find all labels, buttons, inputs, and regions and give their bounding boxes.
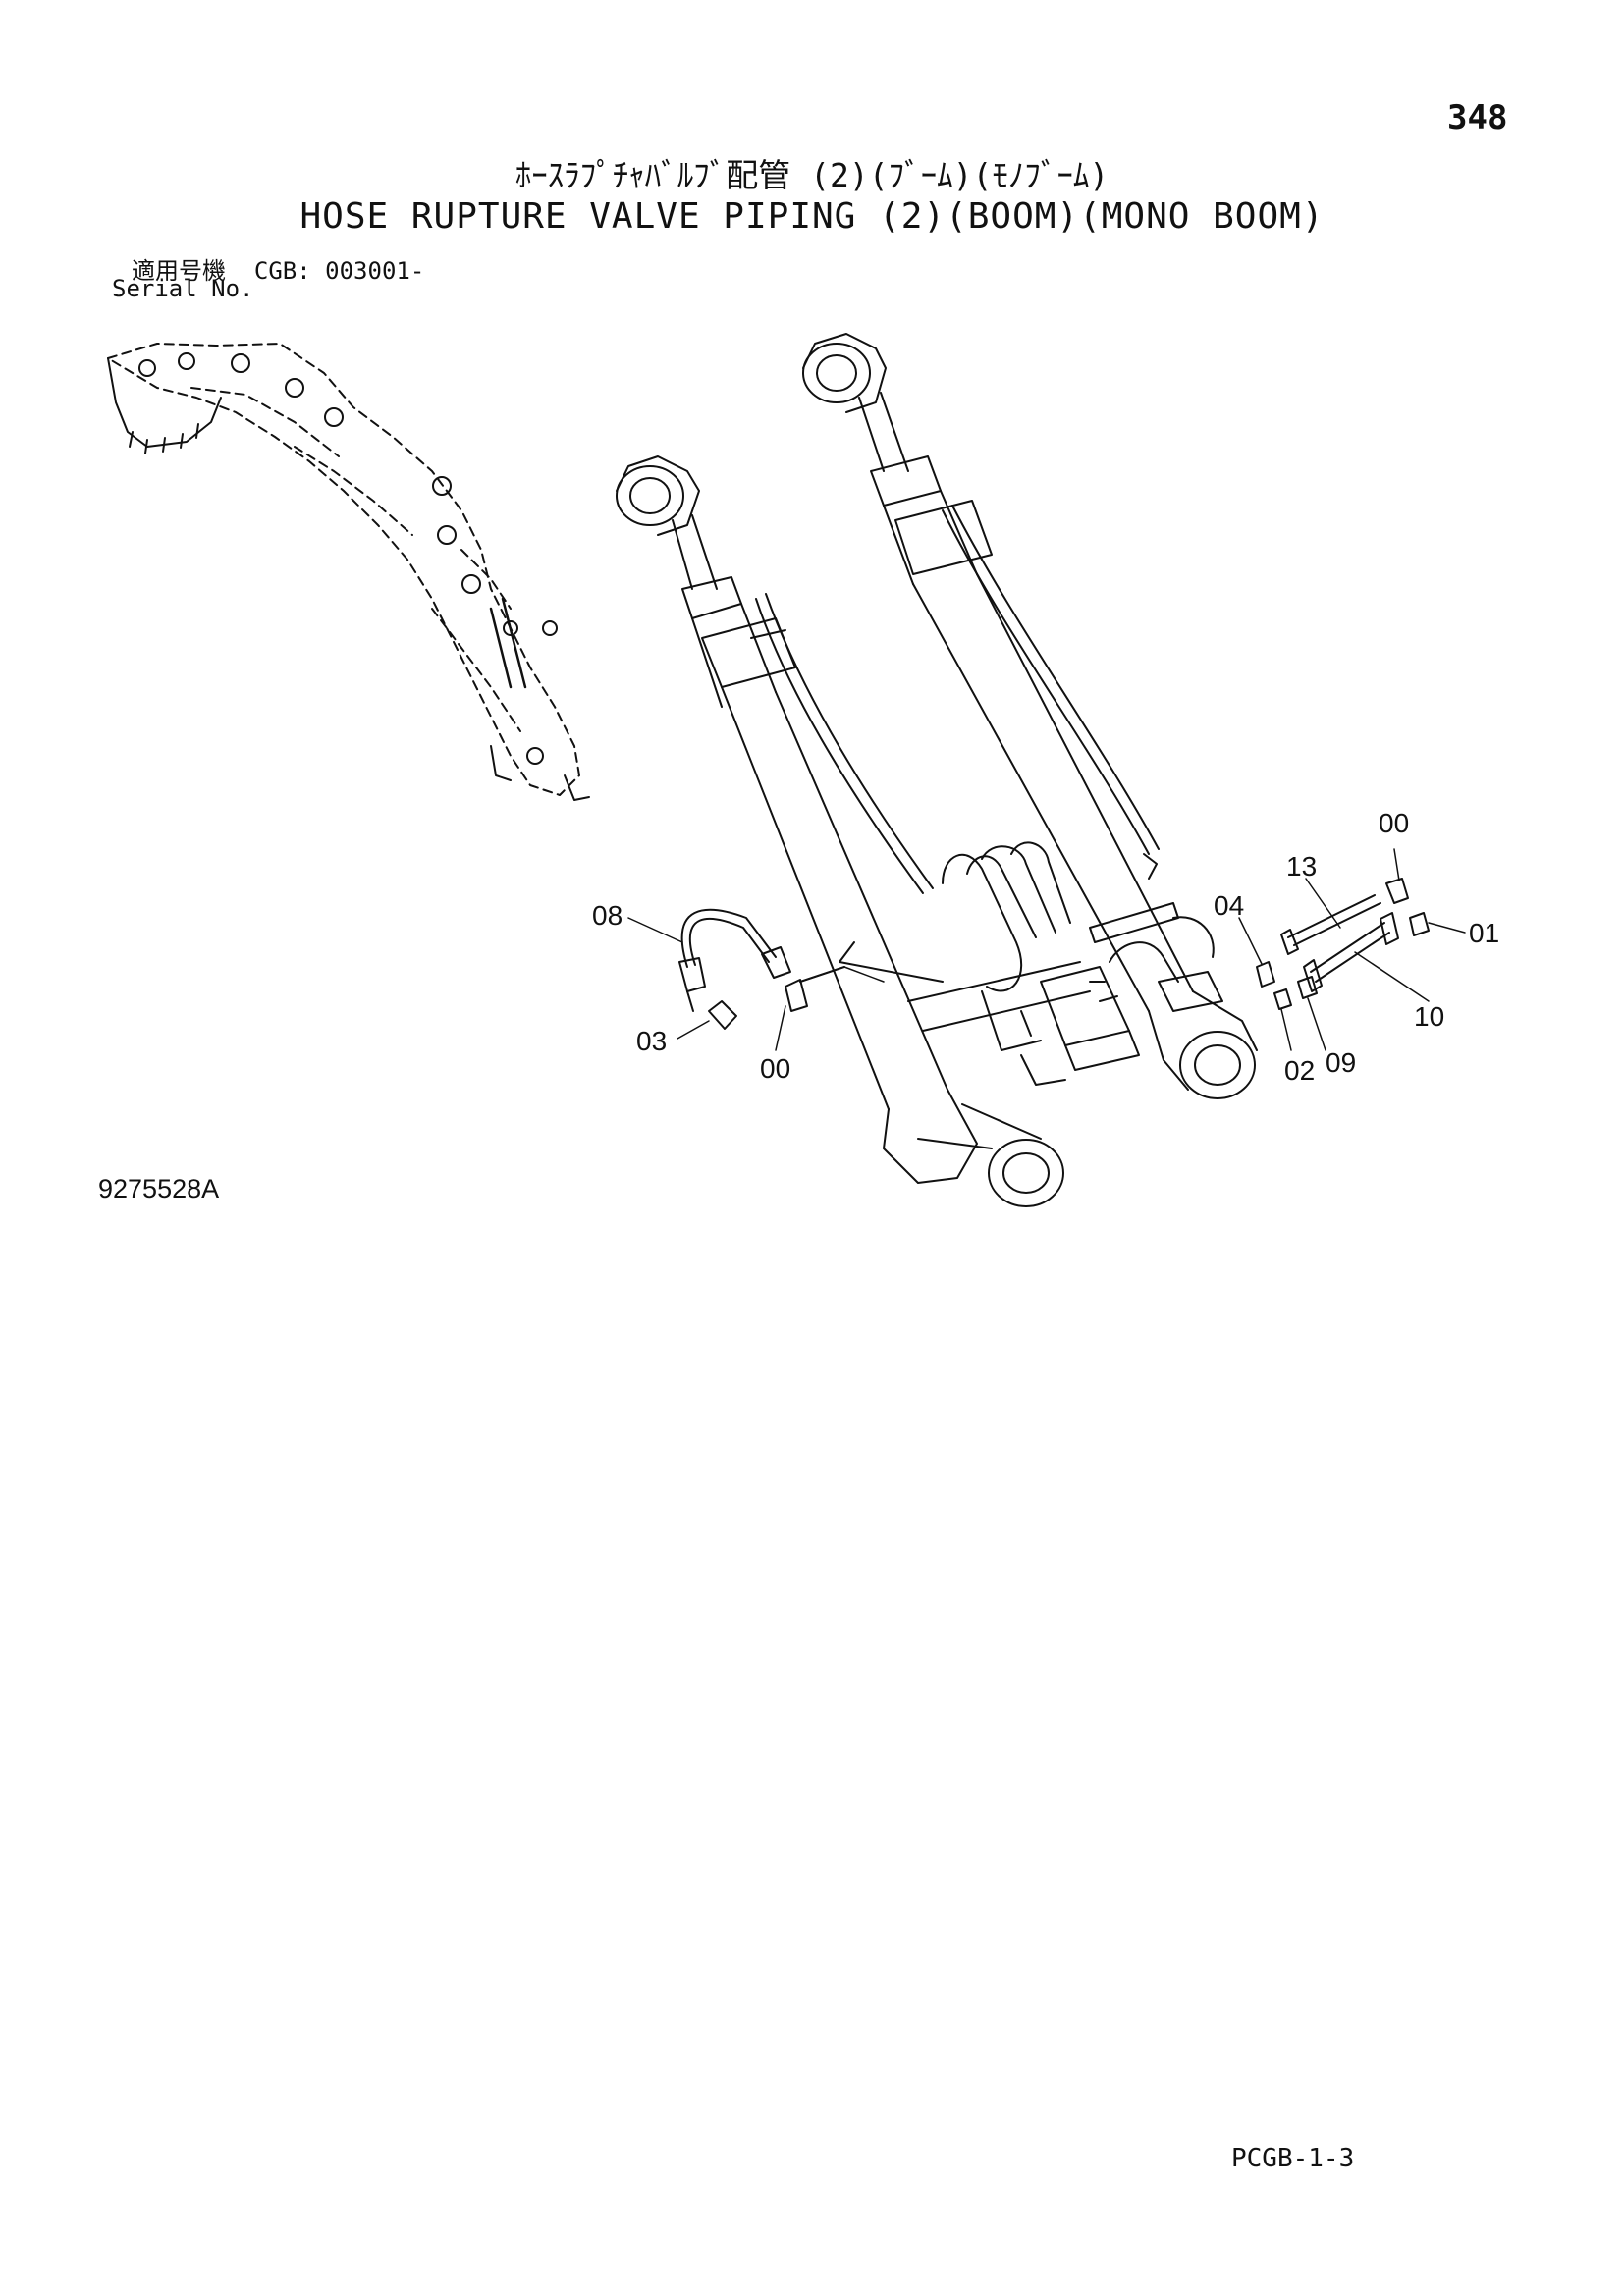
callout-01: 01 bbox=[1469, 918, 1499, 948]
serial-line: 適用号機 CGB: 003001- bbox=[132, 251, 424, 286]
page-title-japanese: ﾎｰｽﾗﾌﾟﾁｬﾊﾞﾙﾌﾞ配管 (2)(ﾌﾞｰﾑ)(ﾓﾉﾌﾞｰﾑ) bbox=[514, 156, 1110, 194]
callout-00-top: 00 bbox=[1379, 808, 1409, 838]
callout-03: 03 bbox=[636, 1026, 667, 1056]
page-number: 348 bbox=[1447, 98, 1508, 137]
callout-02: 02 bbox=[1284, 1055, 1315, 1086]
hydraulic-tubes bbox=[755, 505, 1160, 983]
callout-08: 08 bbox=[592, 900, 623, 931]
page-title-english: HOSE RUPTURE VALVE PIPING (2)(BOOM)(MONO… bbox=[299, 196, 1325, 237]
right-boom-cylinder bbox=[802, 333, 1258, 1099]
callout-13: 13 bbox=[1286, 851, 1317, 881]
pipe-assembly-10 bbox=[1256, 878, 1430, 1010]
hose-rupture-valve-assembly bbox=[942, 841, 1223, 1086]
hose-assembly-08 bbox=[678, 908, 845, 1030]
callout-09: 09 bbox=[1326, 1047, 1356, 1078]
drawing-number: 9275528A bbox=[98, 1174, 220, 1203]
left-boom-cylinder bbox=[616, 455, 1091, 1207]
leader-lines bbox=[627, 848, 1466, 1051]
excavator-key-plan bbox=[107, 343, 590, 801]
sheet-code: PCGB-1-3 bbox=[1231, 2144, 1355, 2173]
callout-10: 10 bbox=[1414, 1001, 1444, 1032]
serial-value: CGB: 003001- bbox=[253, 257, 425, 285]
serial-label-japanese: 適用号機 bbox=[132, 257, 226, 285]
callout-00-left: 00 bbox=[760, 1053, 790, 1084]
callout-04: 04 bbox=[1214, 890, 1244, 921]
serial-label-english: Serial No. bbox=[112, 275, 254, 302]
